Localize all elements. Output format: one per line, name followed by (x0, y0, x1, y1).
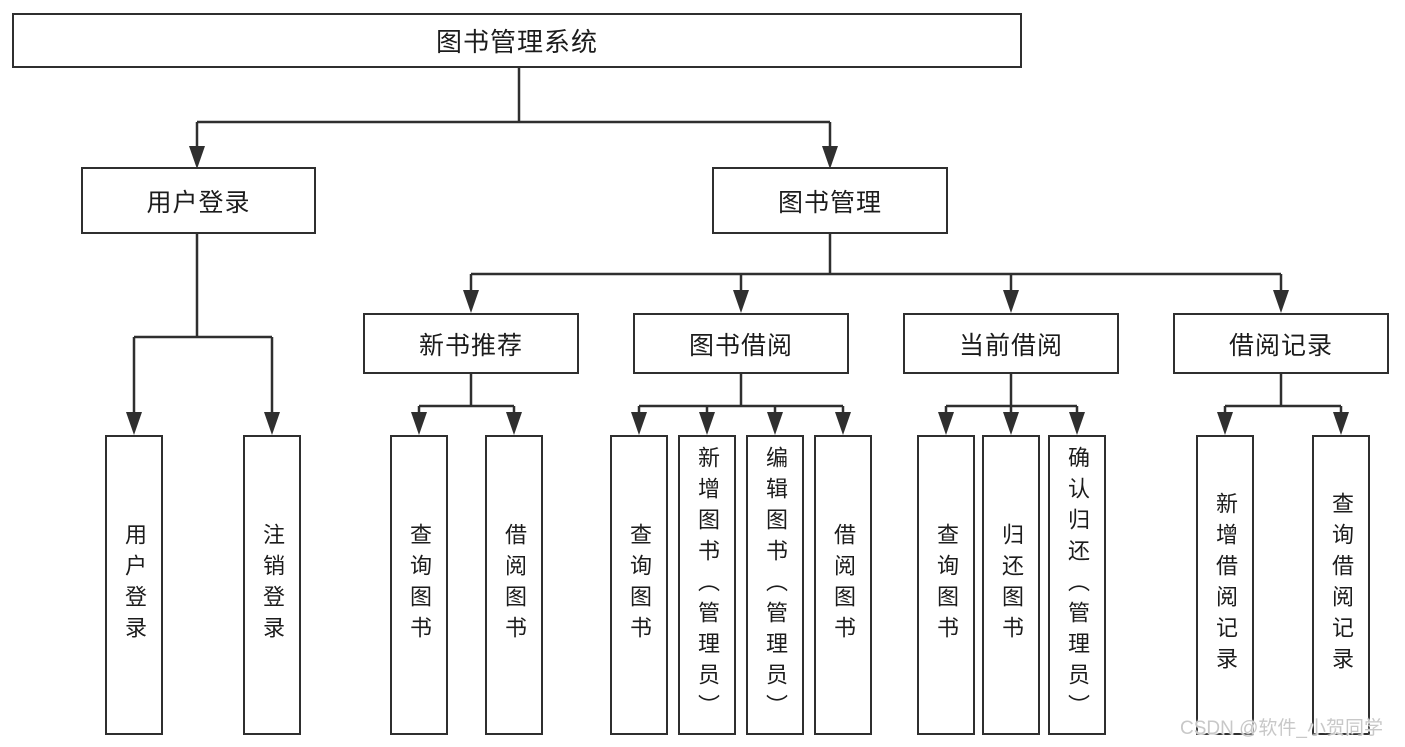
node-confirm-return-admin: 确认归还（管理员） (1048, 435, 1106, 735)
node-label: 图书管理系统 (435, 27, 598, 57)
node-label: 借阅图书 (502, 523, 527, 647)
node-user-login-action: 用户登录 (105, 435, 163, 735)
node-current-query-books: 查询图书 (917, 435, 975, 735)
node-label: 查询图书 (407, 523, 432, 647)
node-label: 新增借阅记录 (1213, 492, 1238, 678)
node-label: 当前借阅 (958, 331, 1063, 360)
node-logout: 注销登录 (243, 435, 301, 735)
node-recommend-borrow-books: 借阅图书 (485, 435, 543, 735)
node-label: 注销登录 (260, 523, 285, 647)
node-borrow-record: 借阅记录 (1173, 313, 1389, 374)
node-borrow-books: 借阅图书 (814, 435, 872, 735)
connector-borrowrecord-to-leaves (1217, 374, 1349, 435)
node-label: 图书借阅 (688, 331, 793, 360)
node-edit-books-admin: 编辑图书（管理员） (746, 435, 804, 735)
node-borrow-query-books: 查询图书 (610, 435, 668, 735)
node-book-borrow: 图书借阅 (633, 313, 849, 374)
node-new-book-recommend: 新书推荐 (363, 313, 579, 374)
node-user-login: 用户登录 (81, 167, 316, 234)
connector-newbook-to-leaves (411, 374, 522, 435)
node-recommend-query-books: 查询图书 (390, 435, 448, 735)
connector-userlogin-to-leaves (126, 234, 280, 435)
node-label: 确认归还（管理员） (1065, 445, 1090, 725)
node-book-management: 图书管理 (712, 167, 948, 234)
node-label: 查询图书 (934, 523, 959, 647)
node-return-books: 归还图书 (982, 435, 1040, 735)
node-label: 归还图书 (999, 523, 1024, 647)
node-label: 借阅图书 (831, 523, 856, 647)
connector-bookborrow-to-leaves (631, 374, 851, 435)
node-current-borrow: 当前借阅 (903, 313, 1119, 374)
node-label: 用户登录 (146, 188, 251, 217)
node-label: 查询借阅记录 (1329, 492, 1354, 678)
node-label: 查询图书 (627, 523, 652, 647)
node-query-borrow-record: 查询借阅记录 (1312, 435, 1370, 735)
connector-root-to-level2 (189, 68, 838, 169)
node-add-borrow-record: 新增借阅记录 (1196, 435, 1254, 735)
node-label: 新书推荐 (418, 331, 523, 360)
connector-bookmgmt-to-level3 (463, 234, 1289, 313)
connector-currentborrow-to-leaves (938, 374, 1085, 435)
node-add-books-admin: 新增图书（管理员） (678, 435, 736, 735)
node-library-management-system: 图书管理系统 (12, 13, 1022, 68)
node-label: 图书管理 (777, 188, 882, 217)
csdn-watermark: CSDN @软件_小贺同学 (1180, 718, 1383, 739)
node-label: 编辑图书（管理员） (763, 445, 788, 725)
node-label: 用户登录 (122, 523, 147, 647)
node-label: 新增图书（管理员） (695, 445, 720, 725)
node-label: 借阅记录 (1228, 331, 1333, 360)
